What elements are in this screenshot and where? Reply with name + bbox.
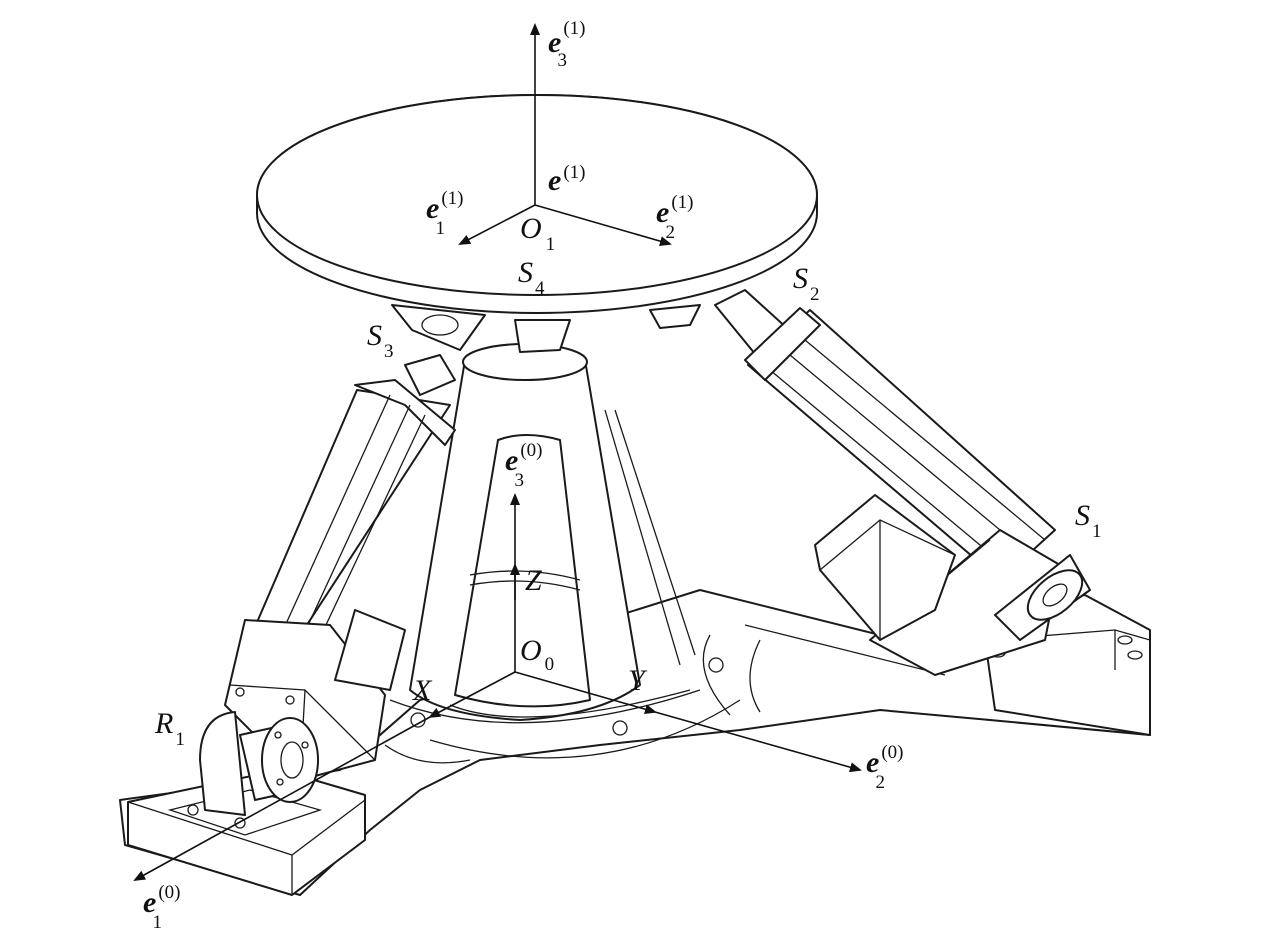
label-e2-top: e(1)2 — [656, 192, 693, 243]
label-z: Z — [525, 564, 542, 597]
moving-platform — [256, 94, 818, 353]
axis-e2-base — [654, 711, 862, 773]
coordinate-axes — [133, 23, 862, 881]
label-x: X — [412, 674, 433, 707]
s1-joint — [994, 554, 1091, 641]
label-e1-top: e(1)1 — [426, 188, 463, 239]
label-e3-base: e(0)3 — [505, 440, 542, 491]
label-y: Y — [628, 664, 648, 697]
label-e2-base: e(0)2 — [866, 742, 903, 793]
r1-joint — [187, 711, 319, 829]
axis-y — [514, 671, 657, 715]
label-e-top: e(1) — [548, 162, 585, 197]
central-cone — [389, 343, 724, 736]
actuator-right — [714, 289, 1061, 676]
axis-e1-base — [133, 716, 431, 881]
base-block-left — [127, 769, 366, 896]
label-e3-top: e(1)3 — [548, 18, 585, 71]
axis-x — [428, 671, 516, 718]
axis-e1-top — [458, 204, 536, 245]
axis-e2-top — [534, 204, 672, 247]
label-e1-base: e(0)1 — [143, 882, 180, 933]
